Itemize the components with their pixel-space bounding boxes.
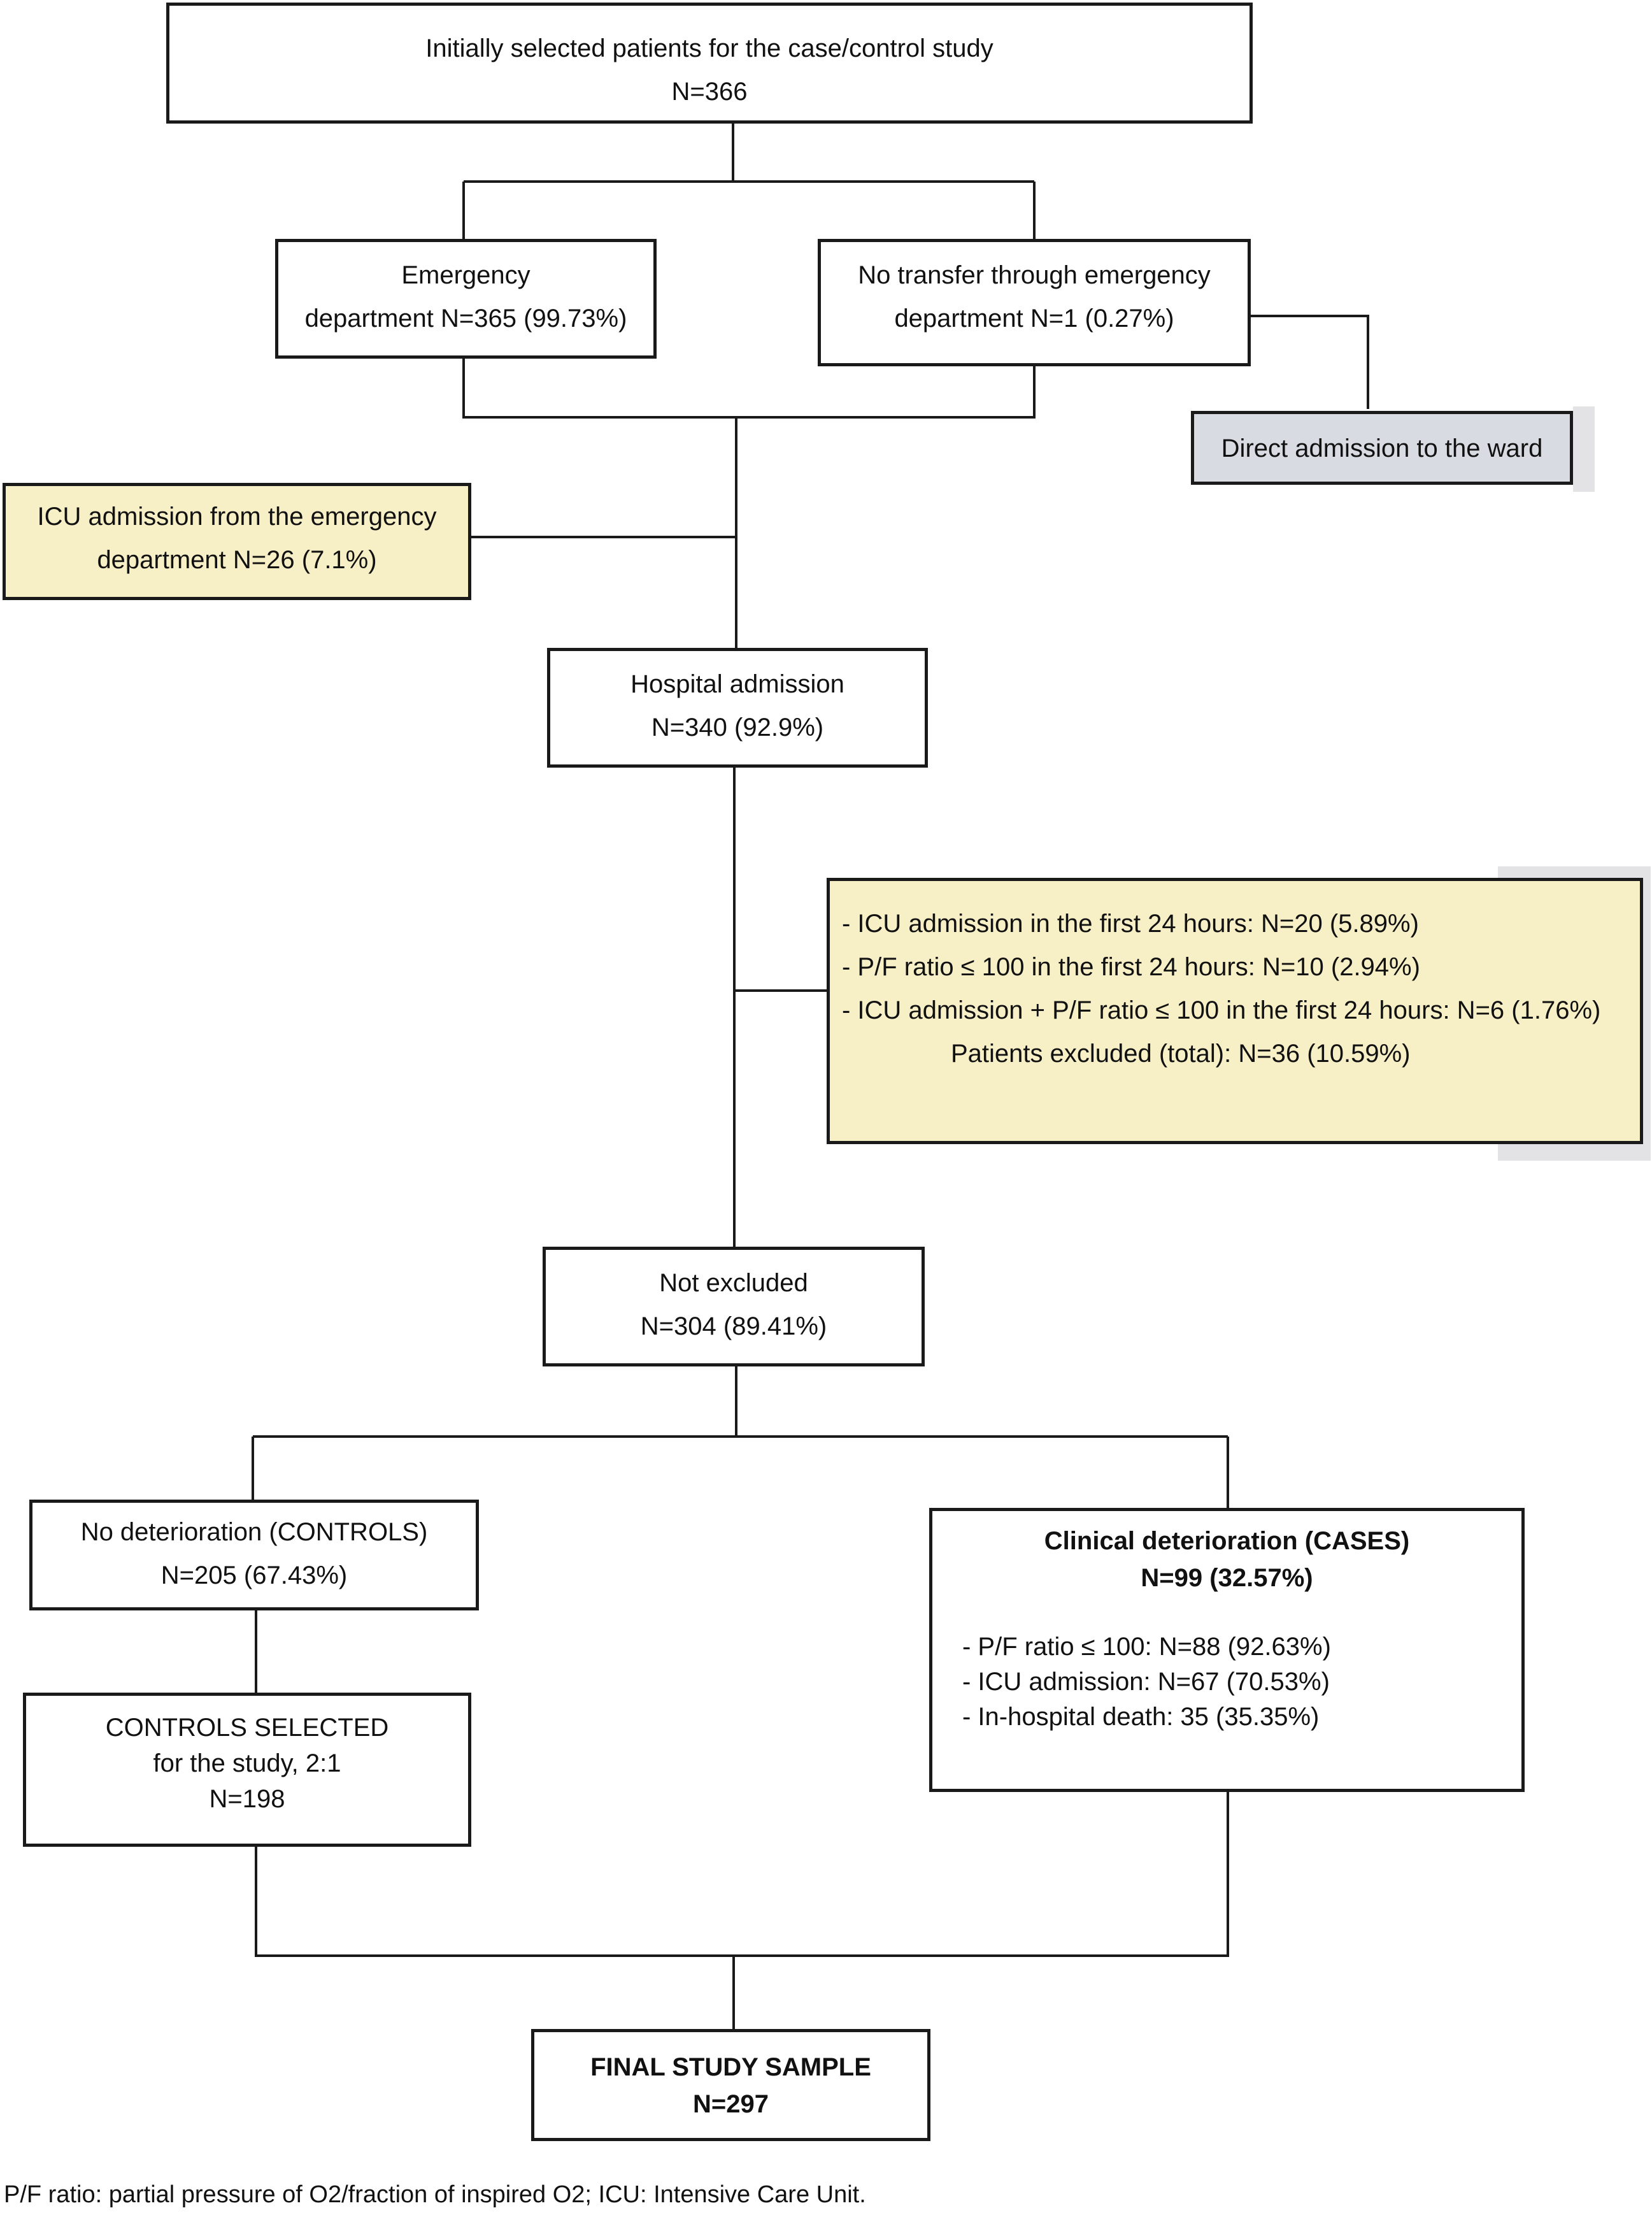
exclusion-item-3: - ICU admission + P/F ratio ≤ 100 in the… [842, 996, 1601, 1024]
connector-merge-hospital [462, 357, 1036, 650]
cases-item-2: - ICU admission: N=67 (70.53%) [962, 1668, 1330, 1696]
node-final: FINAL STUDY SAMPLE N=297 [531, 2029, 930, 2141]
node-hospital-line1: Hospital admission [630, 670, 844, 698]
cases-item-1: - P/F ratio ≤ 100: N=88 (92.63%) [962, 1633, 1331, 1661]
node-no-transfer: No transfer through emergency department… [818, 239, 1251, 366]
node-hospital-line2: N=340 (92.9%) [651, 713, 824, 742]
node-final-line1: FINAL STUDY SAMPLE [590, 2053, 871, 2081]
node-controls-selected-line2: for the study, 2:1 [153, 1749, 341, 1777]
node-emergency: Emergency department N=365 (99.73%) [275, 239, 657, 359]
node-controls: No deterioration (CONTROLS) N=205 (67.43… [29, 1500, 479, 1610]
footnote: P/F ratio: partial pressure of O2/fracti… [4, 2181, 866, 2208]
node-controls-selected: CONTROLS SELECTED for the study, 2:1 N=1… [23, 1693, 471, 1847]
node-controls-line2: N=205 (67.43%) [160, 1561, 348, 1589]
exclusion-item-1: - ICU admission in the first 24 hours: N… [842, 910, 1419, 938]
node-initial-line1: Initially selected patients for the case… [425, 34, 993, 62]
node-no-transfer-line2: department N=1 (0.27%) [894, 305, 1174, 333]
node-controls-selected-line3: N=198 [209, 1785, 285, 1813]
connector-direct-admission [1248, 315, 1369, 409]
node-icu-emergency-line2: department N=26 (7.1%) [97, 546, 377, 574]
node-direct-admission-line1: Direct admission to the ward [1221, 434, 1543, 462]
node-controls-selected-line1: CONTROLS SELECTED [105, 1714, 389, 1742]
node-final-line2: N=297 [693, 2090, 769, 2118]
connector-notexcluded-split [252, 1365, 1229, 1510]
node-controls-line1: No deterioration (CONTROLS) [80, 1518, 428, 1546]
node-cases-line1: Clinical deterioration (CASES) [1044, 1527, 1410, 1555]
node-icu-emergency: ICU admission from the emergency departm… [3, 483, 471, 600]
node-cases-line2: N=99 (32.57%) [1141, 1564, 1313, 1592]
node-no-transfer-line1: No transfer through emergency [858, 261, 1211, 289]
node-icu-emergency-line1: ICU admission from the emergency [37, 503, 437, 531]
node-initial-line2: N=366 [671, 78, 748, 106]
node-not-excluded-line2: N=304 (89.41%) [640, 1312, 827, 1340]
exclusion-total: Patients excluded (total): N=36 (10.59%) [951, 1040, 1411, 1068]
node-initial: Initially selected patients for the case… [166, 3, 1253, 124]
node-emergency-line1: Emergency [401, 261, 530, 289]
node-cases: Clinical deterioration (CASES) N=99 (32.… [929, 1508, 1525, 1792]
node-not-excluded-line1: Not excluded [659, 1269, 808, 1297]
node-direct-admission: Direct admission to the ward [1191, 411, 1573, 485]
node-not-excluded: Not excluded N=304 (89.41%) [543, 1247, 925, 1366]
connector-initial-split [462, 121, 1036, 241]
exclusion-item-2: - P/F ratio ≤ 100 in the first 24 hours:… [842, 953, 1420, 981]
node-exclusions: - ICU admission in the first 24 hours: N… [827, 878, 1643, 1144]
connector-merge-final [255, 1790, 1229, 2031]
cases-items: - P/F ratio ≤ 100: N=88 (92.63%) - ICU a… [932, 1630, 1521, 1735]
shadow-direct-admission [1573, 406, 1595, 492]
node-emergency-line2: department N=365 (99.73%) [304, 305, 627, 333]
node-hospital: Hospital admission N=340 (92.9%) [547, 648, 928, 768]
cases-item-3: - In-hospital death: 35 (35.35%) [962, 1703, 1320, 1731]
